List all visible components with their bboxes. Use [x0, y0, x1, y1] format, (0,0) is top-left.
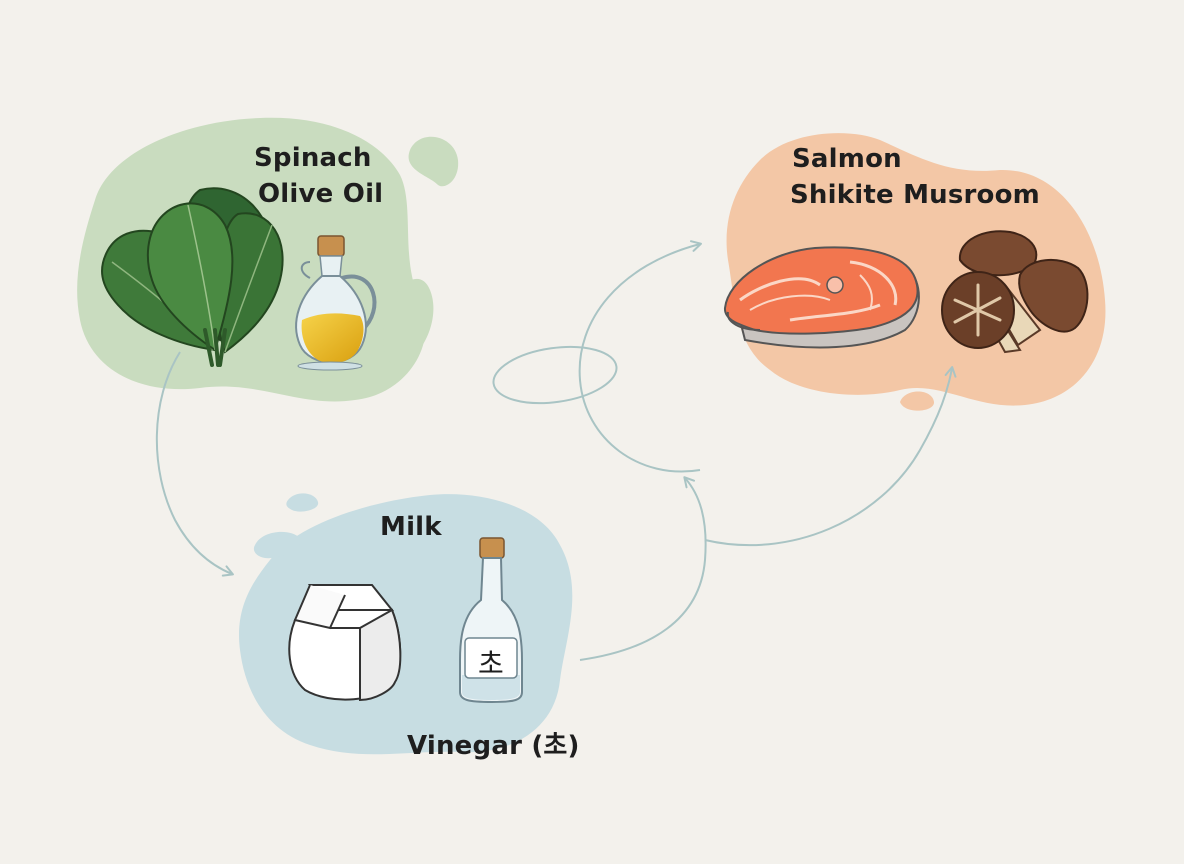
label-salmon: Salmon — [792, 144, 902, 174]
label-shiitake-mushroom: Shikite Musroom — [790, 180, 1040, 210]
label-olive-oil: Olive Oil — [258, 179, 383, 209]
label-vinegar: Vinegar (초) — [407, 725, 580, 762]
milk-carton-icon — [289, 585, 400, 700]
arrow-loop-ring — [490, 340, 620, 411]
vinegar-bottle-label-text: 초 — [478, 642, 504, 682]
label-spinach: Spinach — [254, 143, 372, 173]
label-milk: Milk — [380, 512, 442, 542]
arrow-loop-to-orange — [580, 244, 700, 472]
arrow-blue-up — [580, 478, 706, 660]
